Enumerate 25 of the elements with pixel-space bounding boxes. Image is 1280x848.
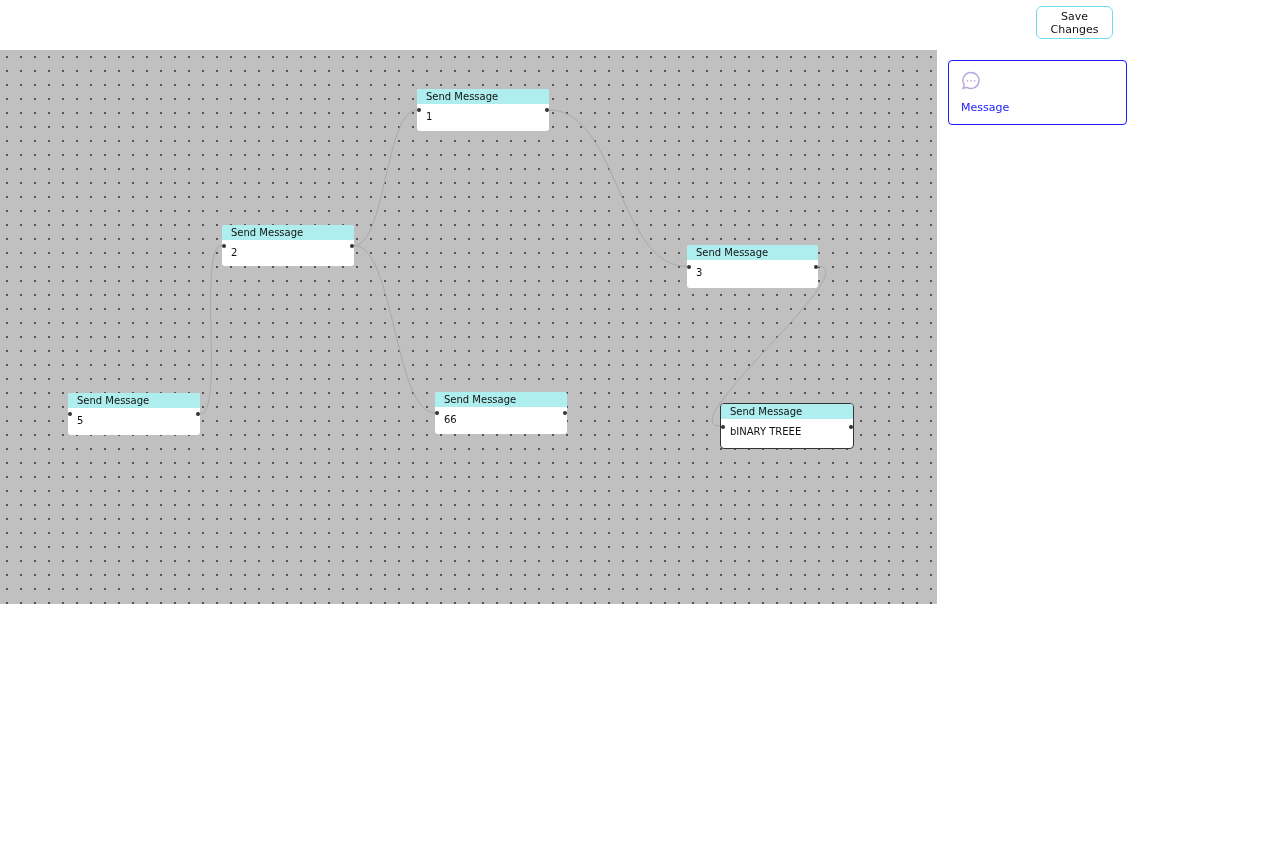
connector-line (353, 245, 436, 414)
node-text: 2 (231, 247, 238, 258)
node-text: 3 (696, 267, 703, 278)
node-card (68, 393, 200, 435)
node-text: 1 (426, 111, 433, 122)
node-header: Send Message (687, 245, 818, 260)
node-card (687, 245, 818, 288)
node-card (417, 89, 549, 131)
connector-line (548, 109, 688, 267)
node-header: Send Message (417, 89, 549, 104)
node-header: Send Message (68, 393, 200, 408)
node-card (222, 225, 354, 266)
selected-node-card (720, 403, 854, 449)
node-header: Send Message (721, 404, 853, 419)
node-text: 66 (444, 414, 457, 425)
connector-line (712, 266, 826, 427)
save-button: Save Changes (1036, 6, 1113, 39)
palette-card (948, 60, 1127, 125)
node-text: bINARY TREEE (730, 426, 802, 437)
connector-line (199, 245, 223, 415)
node-card (435, 392, 567, 434)
palette-label: Message (961, 101, 1010, 114)
node-text: 5 (77, 415, 84, 426)
node-header: Send Message (435, 392, 567, 407)
node-header: Send Message (222, 225, 354, 240)
